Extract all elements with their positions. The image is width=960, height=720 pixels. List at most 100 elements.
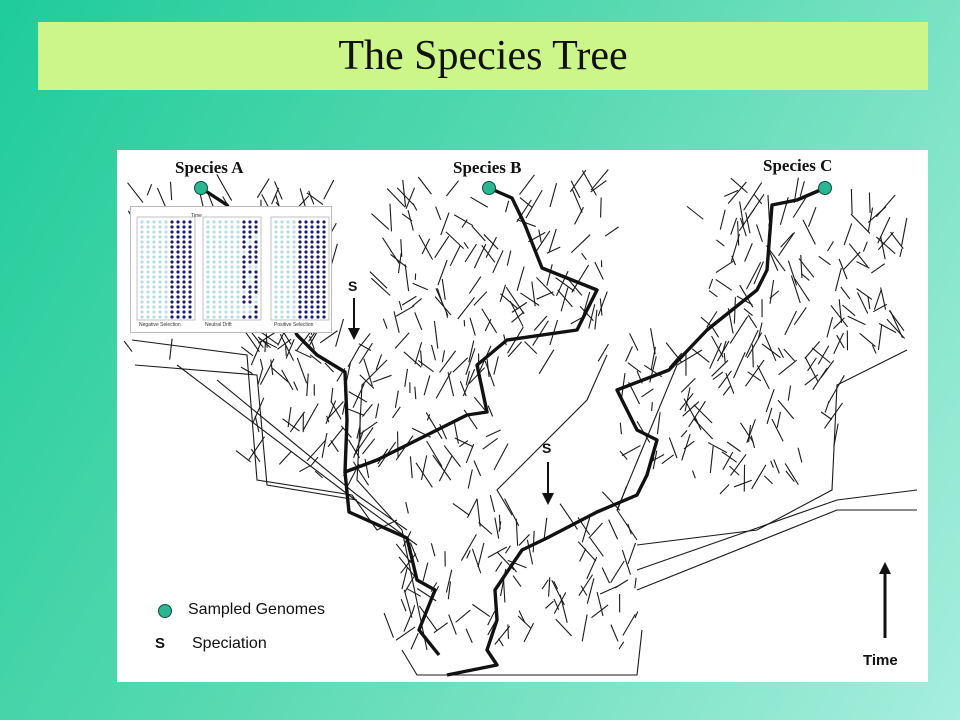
gene-branch xyxy=(525,189,543,219)
inset-dot xyxy=(140,245,144,249)
gene-branch xyxy=(400,553,417,574)
inset-dot xyxy=(158,315,162,319)
time-label: Time xyxy=(863,652,898,669)
species-tree-figure: Species A Species B Species C S S Time N… xyxy=(117,150,928,682)
gene-branch xyxy=(240,346,254,357)
gene-branch xyxy=(330,387,334,403)
gene-branch xyxy=(359,374,375,389)
inset-dot xyxy=(298,305,302,309)
gene-branch xyxy=(519,197,533,209)
inset-dot xyxy=(170,230,174,234)
gene-branch xyxy=(651,453,665,462)
gene-branch xyxy=(484,360,495,387)
gene-branch xyxy=(400,598,407,612)
inset-dot xyxy=(248,230,252,234)
inset-dot xyxy=(146,310,150,314)
gene-branch xyxy=(752,344,754,368)
inset-dot xyxy=(248,225,252,229)
inset-dot xyxy=(206,225,210,229)
inset-dot xyxy=(298,250,302,254)
gene-branch xyxy=(465,348,476,376)
inset-dot xyxy=(248,305,252,309)
inset-dot xyxy=(182,275,186,279)
gene-branch xyxy=(423,375,431,396)
inset-dot xyxy=(164,250,168,254)
inset-dot xyxy=(182,280,186,284)
inset-dot xyxy=(254,230,258,234)
gene-branch xyxy=(404,264,410,292)
inset-dot xyxy=(206,310,210,314)
inset-dot xyxy=(218,250,222,254)
gene-branch xyxy=(751,464,767,490)
gene-branch xyxy=(570,234,591,253)
inset-dot xyxy=(292,315,296,319)
gene-branch xyxy=(739,217,747,237)
inset-dot xyxy=(224,290,228,294)
inset-dot xyxy=(254,290,258,294)
inset-dot xyxy=(280,310,284,314)
inset-dot xyxy=(322,295,326,299)
gene-branch xyxy=(433,622,449,634)
inset-dot xyxy=(182,265,186,269)
inset-dot xyxy=(218,315,222,319)
gene-branch xyxy=(800,254,803,278)
inset-dot xyxy=(292,260,296,264)
gene-branch xyxy=(440,212,450,236)
inset-dot xyxy=(176,220,180,224)
gene-branch xyxy=(296,357,308,384)
inset-dot xyxy=(236,270,240,274)
inset-dot xyxy=(146,230,150,234)
gene-branch xyxy=(465,443,475,464)
inset-dot xyxy=(158,275,162,279)
gene-branch xyxy=(348,408,365,416)
inset-dot xyxy=(248,235,252,239)
gene-branch xyxy=(441,350,446,363)
inset-dot xyxy=(218,300,222,304)
gene-branch xyxy=(448,614,457,635)
gene-branch xyxy=(216,174,233,201)
inset-dot xyxy=(230,240,234,244)
gene-branch xyxy=(435,206,442,220)
inset-dot xyxy=(316,295,320,299)
inset-dot xyxy=(152,250,156,254)
gene-branch xyxy=(756,224,763,243)
inset-dot xyxy=(236,255,240,259)
inset-dot xyxy=(152,290,156,294)
gene-branch xyxy=(625,346,633,362)
gene-branch xyxy=(843,251,861,270)
inset-dot xyxy=(182,235,186,239)
gene-branch xyxy=(282,418,300,432)
gene-branch xyxy=(516,219,536,228)
inset-dot xyxy=(286,220,290,224)
inset-dot xyxy=(248,255,252,259)
inset-dot xyxy=(292,235,296,239)
inset-dot xyxy=(304,235,308,239)
gene-branch xyxy=(597,343,609,362)
gene-branch xyxy=(483,234,499,250)
gene-branch xyxy=(324,362,335,373)
gene-branch xyxy=(777,399,795,420)
inset-dot xyxy=(286,300,290,304)
inset-dot xyxy=(152,265,156,269)
inset-dot xyxy=(304,275,308,279)
inset-dot xyxy=(254,270,258,274)
inset-dot xyxy=(152,270,156,274)
inset-dot xyxy=(242,280,246,284)
inset-dot xyxy=(188,285,192,289)
inset-dot xyxy=(304,265,308,269)
gene-branch xyxy=(668,437,678,459)
inset-dot xyxy=(212,280,216,284)
species-boundary xyxy=(636,349,908,546)
inset-dot xyxy=(248,280,252,284)
gene-branch xyxy=(257,368,263,385)
inset-dot xyxy=(224,270,228,274)
inset-dot xyxy=(176,260,180,264)
inset-dot xyxy=(280,300,284,304)
inset-dot xyxy=(286,225,290,229)
inset-caption-positive: Positive Selection xyxy=(274,322,314,328)
inset-dot xyxy=(230,310,234,314)
inset-dot xyxy=(146,240,150,244)
gene-branch xyxy=(867,207,874,232)
inset-dot xyxy=(280,245,284,249)
gene-branch xyxy=(743,182,763,211)
